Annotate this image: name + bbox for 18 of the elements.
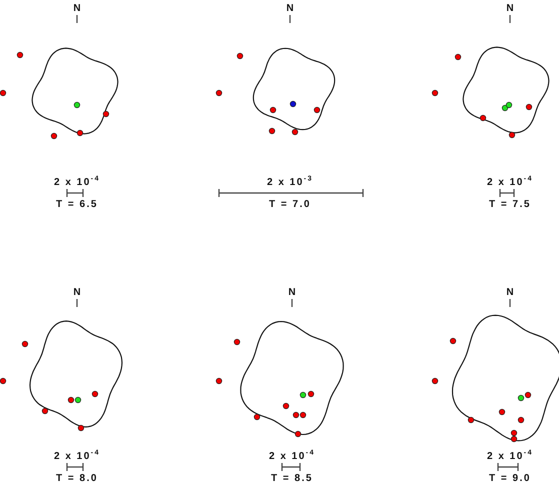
time-label: T = 8.5 [271, 474, 313, 484]
north-label: N [73, 288, 81, 298]
time-label: T = 6.5 [56, 200, 98, 210]
north-label: N [286, 4, 294, 14]
north-label: N [288, 288, 296, 298]
scale-label: 2 x 10$^{-4}$ [54, 176, 100, 188]
north-label: N [506, 288, 514, 298]
time-label: T = 9.0 [489, 474, 531, 484]
time-label: T = 8.0 [56, 474, 98, 484]
scale-label: 2 x 10$^{-4}$ [486, 450, 534, 462]
north-label: N [73, 4, 81, 14]
north-label: N [506, 4, 514, 14]
scale-label: 2 x 10$^{-4}$ [54, 450, 100, 462]
scale-label: 2 x 10$^{-3}$ [266, 176, 314, 188]
scale-label: 2 x 10$^{-4}$ [268, 450, 316, 462]
scale-label: 2 x 10$^{-4}$ [486, 176, 534, 188]
time-label: T = 7.0 [269, 200, 311, 210]
time-label: T = 7.5 [489, 200, 531, 210]
